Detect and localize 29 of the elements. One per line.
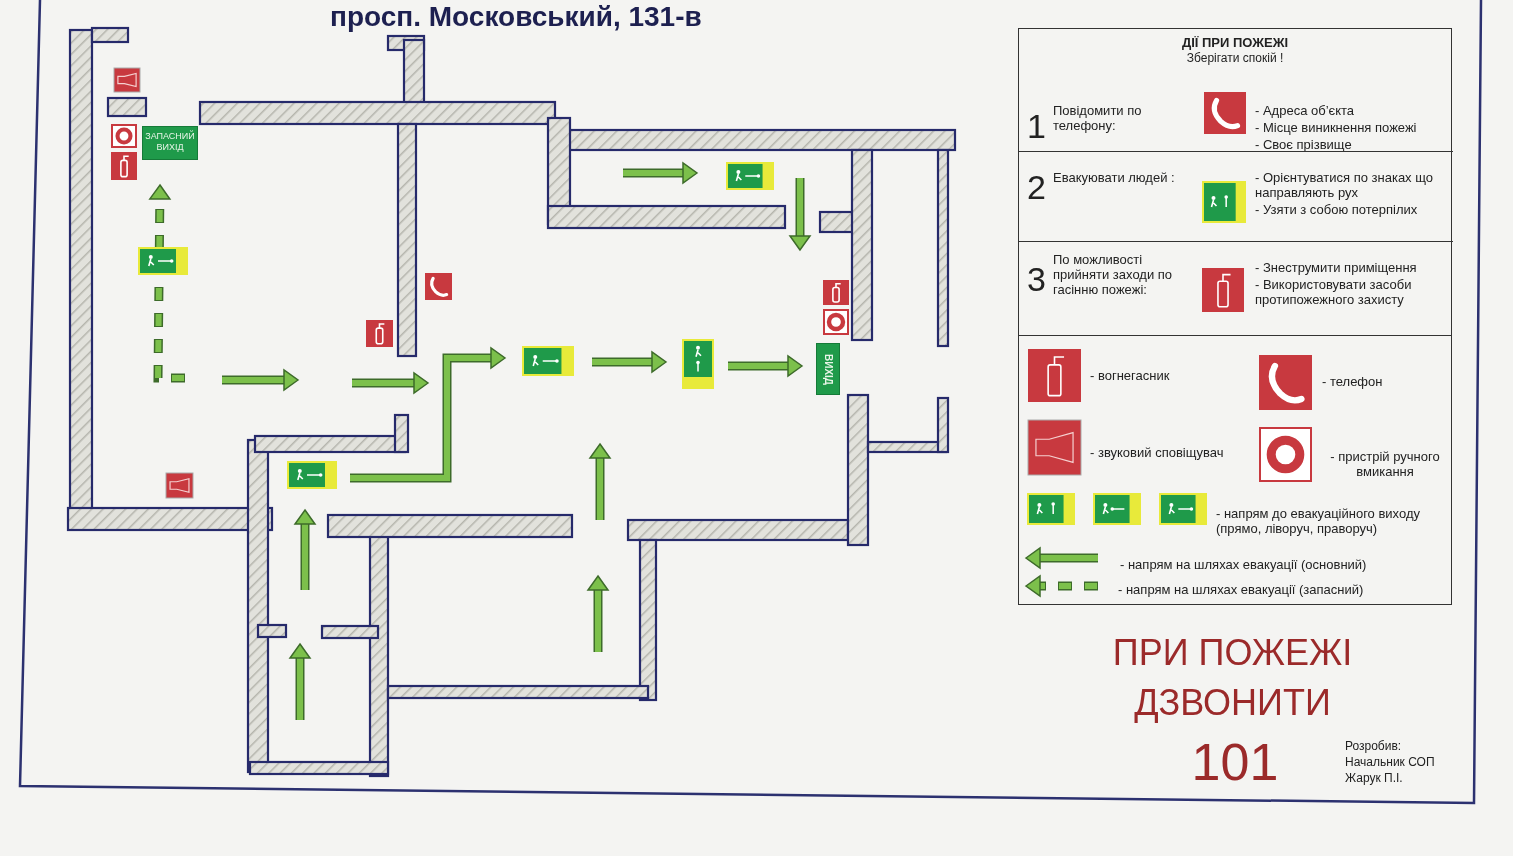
bullet-item: - Місце виникнення пожежі: [1255, 120, 1418, 135]
legend-text: - напрям на шляхах евакуації (запасний): [1118, 582, 1365, 597]
table-heading: ДІЇ ПРИ ПОЖЕЖІ: [1180, 35, 1290, 50]
instruction-text: Повідомити по телефону:: [1053, 103, 1143, 133]
bullet-item: - Знеструмити приміщення: [1255, 260, 1418, 275]
legend-text: - вогнегасник: [1090, 368, 1171, 383]
legend-text: - телефон: [1322, 374, 1384, 389]
emergency-number: 101: [1190, 732, 1280, 792]
author-note: Розробив: Начальник СОП Жарук П.І.: [1345, 738, 1436, 786]
legend-text: - пристрій ручного вмикання: [1329, 449, 1441, 479]
bullet-item: - Своє прізвище: [1255, 137, 1353, 152]
bullet-item: - Узяти з собою потерпілих: [1255, 202, 1419, 217]
row-number: 2: [1027, 170, 1046, 204]
instructions-table: [1018, 28, 1452, 605]
instruction-text: По можливості прийняти заходи по гасінню пожежі:: [1053, 252, 1174, 297]
table-subheading: Зберігати спокій !: [1185, 51, 1285, 65]
call-instruction-text: ПРИ ПОЖЕЖІ ДЗВОНИТИ: [1111, 631, 1354, 725]
legend-text: - напрям на шляхах евакуації (основний): [1120, 557, 1368, 572]
emergency-exit-sign: ЗАПАСНИЙ ВИХІД: [142, 126, 198, 160]
legend-text: - звуковий сповіщувач: [1090, 445, 1225, 460]
bullet-item: - Використовувати засоби протипожежного захисту: [1255, 277, 1413, 307]
instruction-text: Евакуювати людей :: [1053, 170, 1176, 185]
legend-text: - напрям до евакуаційного виходу (прямо, ліворуч, праворуч): [1216, 506, 1421, 536]
row-number: 3: [1027, 262, 1046, 296]
bullet-item: - Адреса об’єкта: [1255, 103, 1356, 118]
bullet-item: - Орієнтуватися по знаках що направляють рух: [1255, 170, 1434, 200]
address-title: просп. Московський, 131-в: [330, 0, 702, 34]
exit-sign: ВИХІД: [816, 343, 840, 395]
row-number: 1: [1027, 109, 1046, 143]
